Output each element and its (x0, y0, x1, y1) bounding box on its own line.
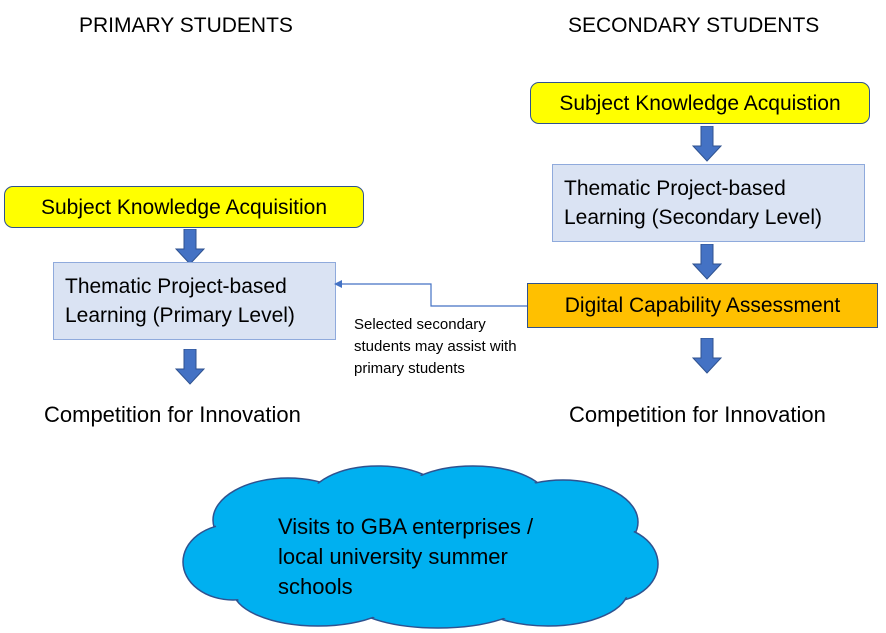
primary-down-arrow-2 (175, 349, 205, 385)
assist-note: Selected secondary students may assist w… (354, 316, 517, 377)
cloud-shape (182, 465, 659, 629)
secondary-knowledge-box: Subject Knowledge Acquistion (530, 82, 870, 124)
assessment-box: Digital Capability Assessment (527, 283, 878, 328)
secondary-down-arrow-2 (692, 244, 722, 280)
secondary-heading: SECONDARY STUDENTS (568, 14, 820, 37)
primary-heading: PRIMARY STUDENTS (79, 14, 293, 37)
secondary-down-arrow-1 (692, 126, 722, 162)
secondary-result: Competition for Innovation (569, 402, 826, 427)
cloud-label: Visits to GBA enterprises / local univer… (278, 514, 534, 599)
primary-project-box: Thematic Project-based Learning (Primary… (53, 262, 336, 340)
primary-knowledge-box: Subject Knowledge Acquisition (4, 186, 364, 228)
assist-connector (334, 280, 527, 307)
primary-result: Competition for Innovation (44, 402, 301, 427)
secondary-down-arrow-3 (692, 338, 722, 374)
secondary-project-box: Thematic Project-based Learning (Seconda… (552, 164, 865, 242)
primary-down-arrow-1 (175, 229, 205, 265)
